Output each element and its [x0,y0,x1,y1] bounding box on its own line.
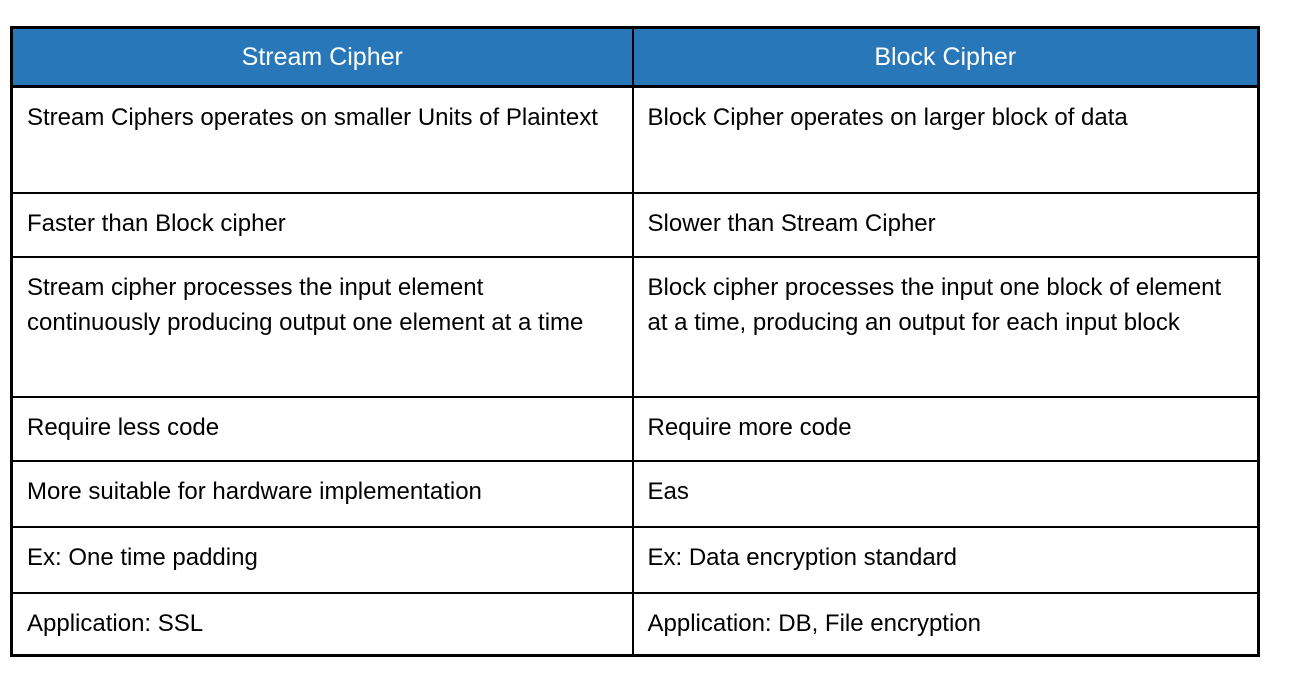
table-cell-block: Require more code [631,396,1260,462]
table-row: More suitable for hardware implementatio… [10,460,1260,528]
table-row: Stream cipher processes the input elemen… [10,256,1260,398]
table-cell-block: Slower than Stream Cipher [631,192,1260,258]
table-row: Application: SSL Application: DB, File e… [10,592,1260,657]
column-header-stream-cipher: Stream Cipher [10,26,634,88]
table-cell-block: Ex: Data encryption standard [631,526,1260,594]
table-cell-block: Application: DB, File encryption [631,592,1260,657]
column-header-block-cipher: Block Cipher [631,26,1260,88]
table-cell-block: Block Cipher operates on larger block of… [631,85,1260,194]
table-row: Require less code Require more code [10,396,1260,462]
table-cell-stream: Ex: One time padding [10,526,634,594]
table-cell-stream: Faster than Block cipher [10,192,634,258]
table-cell-stream: Stream cipher processes the input elemen… [10,256,634,398]
table-cell-stream: Stream Ciphers operates on smaller Units… [10,85,634,194]
table-row: Faster than Block cipher Slower than Str… [10,192,1260,258]
header-row: Stream Cipher Block Cipher [10,26,1260,88]
table-cell-stream: Require less code [10,396,634,462]
cipher-comparison-table: Stream Cipher Block Cipher Stream Cipher… [10,26,1260,657]
table-cell-block: Block cipher processes the input one blo… [631,256,1260,398]
table-row: Stream Ciphers operates on smaller Units… [10,85,1260,194]
table-cell-block: Eas [631,460,1260,528]
table-row: Ex: One time padding Ex: Data encryption… [10,526,1260,594]
table-cell-stream: More suitable for hardware implementatio… [10,460,634,528]
table-cell-stream: Application: SSL [10,592,634,657]
